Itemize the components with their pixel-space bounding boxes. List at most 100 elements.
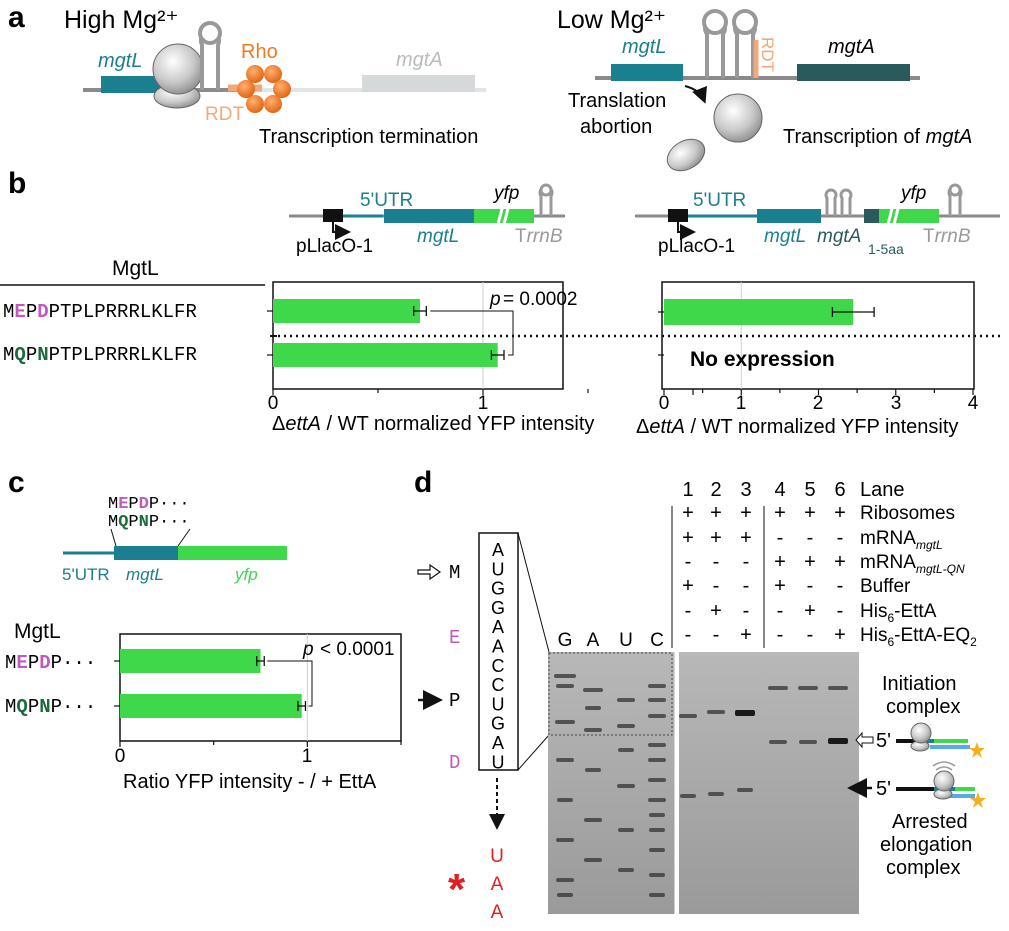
seq-top-d: D [139,495,149,514]
panel-b-label: b [8,167,26,200]
lane-cell: + [804,600,816,622]
seq-top-rest: P··· [149,495,190,514]
nucleotide-box [478,532,519,771]
lane-cell: - [713,551,720,573]
tick-b-right-0: 0 [659,393,670,414]
row1-d: D [39,652,50,674]
five-prime-2: 5' [876,778,891,800]
seq-bottom-rest: P··· [149,513,190,532]
low-caption-gene: mgtA [926,126,973,148]
lane-number: 4 [774,479,785,501]
seq-bottom-c: MQPNP··· [108,513,190,532]
significance-bracket [267,660,313,707]
construct-right: 5'UTR yfp mgtL mgtA 1-5aa pLlacO-1 TrrnB [635,183,1000,257]
utr-c-label: 5'UTR [62,565,110,584]
yfp-c-label: yfp [234,565,258,584]
construct-left: 5'UTR yfp mgtL pLlacO-1 TrrnB [289,183,565,257]
nucleotide: G [491,714,505,734]
gel-band [708,792,724,796]
lane-cell: - [743,575,750,597]
lane-row-label: His6-EttA-EQ2 [860,625,977,649]
panel-a-label: a [8,1,25,34]
tick-c-1: 1 [302,746,313,767]
sequencing-gel [548,652,675,914]
ladder-a: A [587,630,600,651]
stop-a1: A [491,874,504,895]
codon-e: E [449,627,460,649]
yfp-right-label: yfp [899,183,926,204]
seq-top-e: E [118,495,128,514]
seq1-e: E [14,301,25,323]
gel-band [554,674,576,678]
x-ticks-b-right: 0 1 2 3 4 [659,393,979,414]
gel-band [618,868,634,872]
lane-cell: + [834,624,846,646]
gel-band [648,758,666,762]
gel-band [737,788,753,792]
gel-band [618,748,634,752]
gel-bands [554,652,848,914]
seq-row-2-c: MQPNP··· [5,696,96,718]
arrested-label-1: Arrested [892,811,968,833]
stop-u: U [490,846,504,867]
gel-band [618,828,634,832]
lane-number: 1 [682,479,693,501]
pvalue-c: < 0.0001 [320,639,395,660]
arrested-complex-icon [896,761,986,808]
chart-c-frame [119,633,402,742]
mgtl-left-label: mgtL [417,226,459,247]
translation-abortion-line2: abortion [580,116,652,138]
gel-band [617,724,635,728]
low-rdt-label: RDT [758,37,777,72]
arrested-label-3: complex [886,857,960,879]
mgtl-box-right [757,209,821,223]
break-left-b [501,204,511,229]
lane-cell: - [837,527,844,549]
gel-band [648,714,666,718]
xlabel-b-left-rest: / WT normalized YFP intensity [321,413,594,435]
lane-cell: + [774,575,786,597]
gel-band [828,686,848,690]
panel-c: c MEPDP··· MQPNP··· 5'UTR mgtL yfp MgtL … [5,466,402,793]
promoter-arrow-left [332,222,351,240]
seq-row-1-c: MEPDP··· [5,652,96,674]
seq-top-p: P [128,495,138,514]
mgtl-c-label: mgtL [126,565,164,584]
high-mg-schematic: High Mg²⁺ mgtL mgtA RDT Rho [64,6,486,148]
lane-cell: + [710,527,722,549]
nucleotide: G [491,579,505,599]
row1-p: P [28,652,39,674]
utr-right-label: 5'UTR [693,190,746,211]
bar [273,343,498,367]
gel-zoom-region [548,652,673,736]
panel-d-label: d [414,466,432,499]
gel-band [584,728,602,732]
initiation-arrow-icon [855,731,874,749]
terminator-right-label: TrrnB [923,226,971,247]
xlabel-b-right: ΔettA / WT normalized YFP intensity [636,416,958,438]
tick-b-right-2: 2 [813,393,824,414]
row2-m: M [5,696,16,718]
low-caption-prefix: Transcription of [783,126,926,148]
seq2-n: N [37,344,48,366]
gel-band [735,710,755,716]
lane-cell: + [682,502,694,524]
lane-cell: - [685,624,692,646]
gel-band [649,873,665,877]
tick-b-right-1: 1 [736,393,747,414]
terminator-loop-right [948,183,962,197]
rho-hexamer-icon [237,65,291,113]
lane-cell: + [682,575,694,597]
xlabel-b-right-delta: Δ [636,416,649,438]
lane-cell: - [685,600,692,622]
terminator-loop-left [539,183,553,197]
gel-band [555,720,575,724]
break-left-a [495,204,505,229]
gel-band [648,698,666,702]
gel-band [557,798,573,802]
bar [120,694,302,718]
bar [664,299,854,325]
nucleotide: A [492,733,504,753]
gel-band [584,818,602,822]
